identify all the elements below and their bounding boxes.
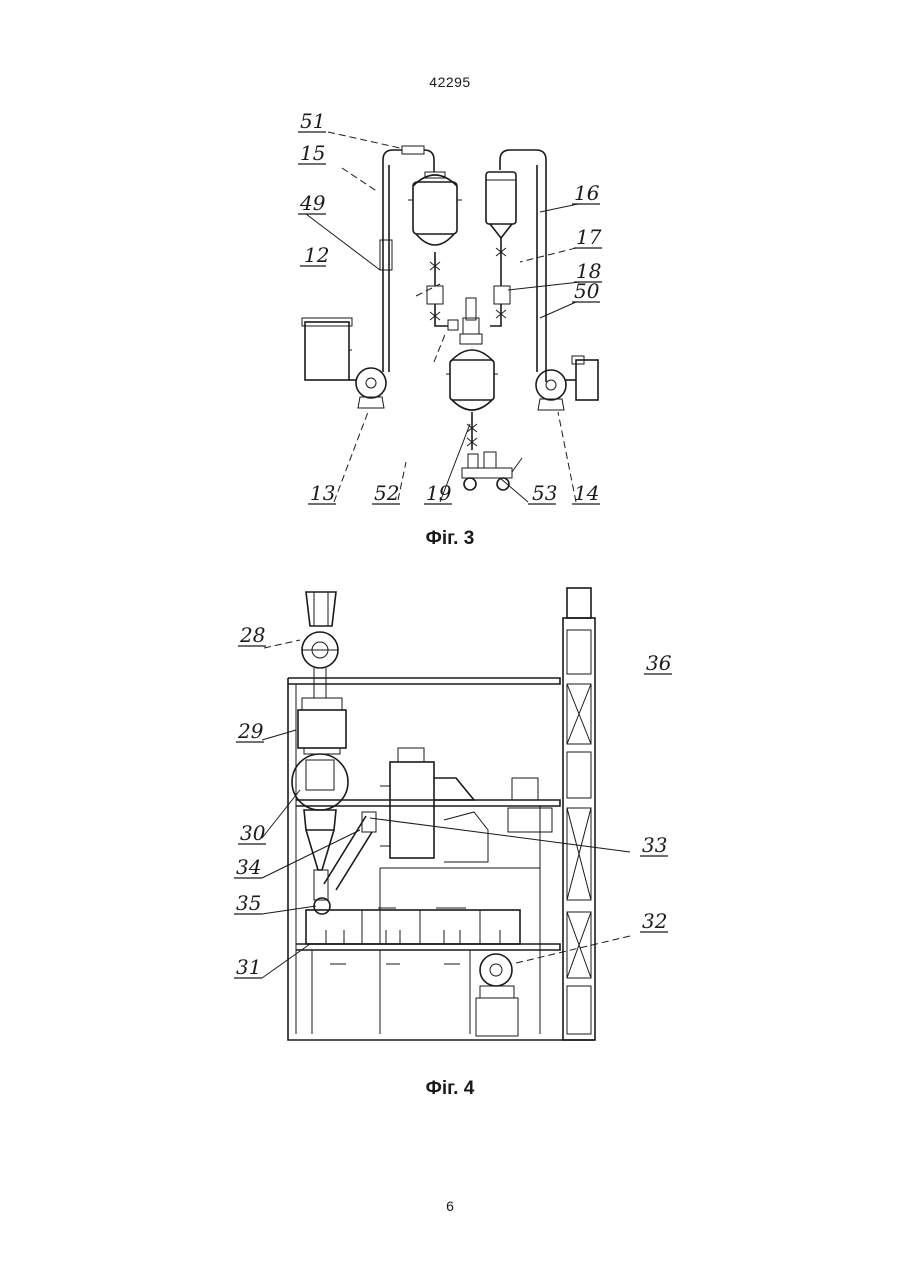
figure-3-caption: Фіг. 3 [0,528,900,550]
pipe-49 [380,146,434,372]
feeder-28 [302,592,338,698]
figure-4-diagram: 28 29 30 34 35 31 36 33 32 [0,578,900,1048]
label-12: 12 [304,243,329,267]
label-13: 13 [310,481,335,505]
label-34: 34 [236,855,261,879]
mill-33 [380,748,560,862]
label-32: 32 [642,909,667,933]
vessel-15 [408,172,462,330]
cyclone-30 [292,754,348,900]
label-30: 30 [240,821,266,845]
label-28: 28 [239,623,265,647]
label-51: 51 [300,109,325,133]
label-16: 16 [574,181,600,205]
chute-34 [324,812,376,890]
label-53: 53 [532,481,557,505]
vessel-16 [486,150,546,382]
unit-29 [298,698,346,754]
label-15: 15 [300,141,325,165]
label-52: 52 [374,481,399,505]
column-36 [563,588,595,1040]
cart-53 [462,452,522,490]
label-31: 31 [236,955,261,979]
label-19: 19 [426,481,452,505]
conveyor-31 [306,898,520,964]
figure-4-caption: Фіг. 4 [0,1078,900,1100]
support-frame [288,678,594,1040]
label-14: 14 [574,481,599,505]
label-29: 29 [237,719,264,743]
label-36: 36 [646,651,672,675]
label-17: 17 [576,225,602,249]
label-35: 35 [236,891,261,915]
pump-13 [349,368,386,408]
document-number: 42295 [0,74,900,90]
fan-32 [476,954,518,1036]
figure-3-diagram: 51 15 49 12 16 17 18 50 13 52 19 53 14 [0,100,900,520]
label-49: 49 [299,191,326,215]
label-50: 50 [574,279,600,303]
page-number: 6 [0,1198,900,1214]
reactor-19 [446,298,498,450]
label-33: 33 [642,833,667,857]
tank-12 [302,318,352,380]
